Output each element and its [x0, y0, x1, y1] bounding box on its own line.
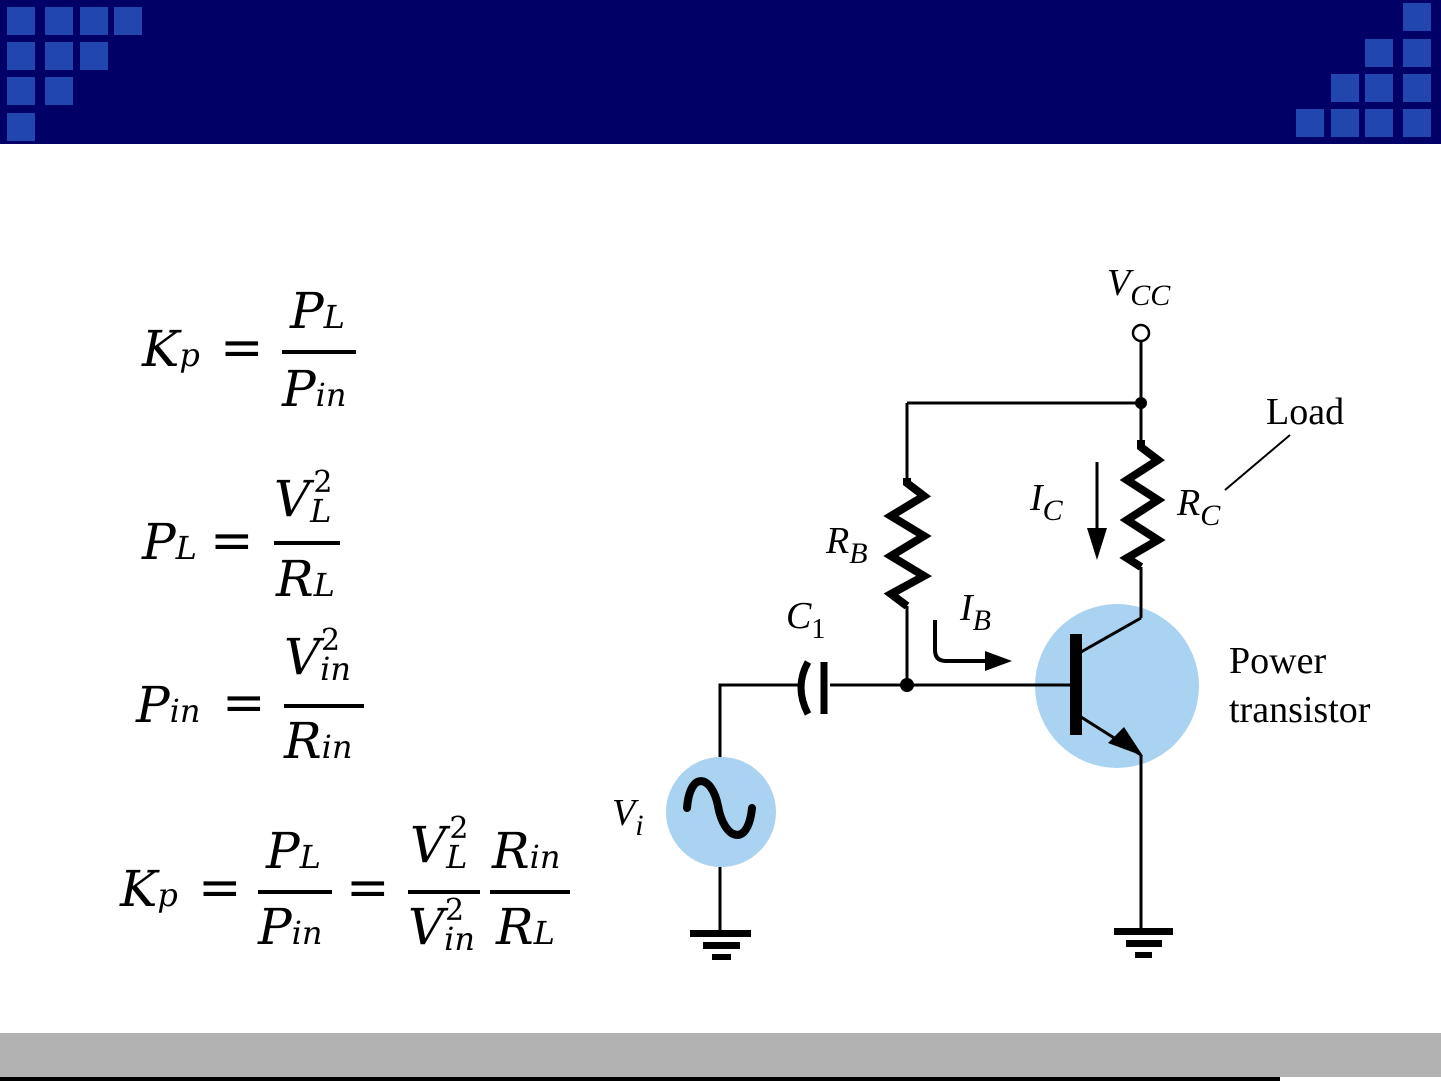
- eq4-lhs: Kp: [120, 860, 178, 918]
- decor-square: [7, 42, 35, 70]
- slide-header-bar: [0, 0, 1441, 144]
- decor-square: [45, 7, 73, 35]
- transistor-base-bar: [1070, 634, 1082, 735]
- eq4-f2-denominator: Vin2: [408, 893, 475, 958]
- decor-square: [7, 113, 35, 141]
- eq4-f1-numerator: PL: [266, 822, 321, 880]
- eq4-f3-numerator: Rin: [492, 822, 561, 880]
- eq4-f3-fraction-bar: [490, 890, 570, 894]
- input-wire: [718, 683, 803, 757]
- eq2-numerator: VL2: [274, 465, 333, 530]
- eq3-lhs: Pin: [136, 676, 201, 734]
- decor-square: [1331, 109, 1359, 137]
- eq4-f1-denominator: Pin: [258, 898, 323, 956]
- decor-square: [45, 77, 73, 105]
- decor-square: [1403, 109, 1431, 137]
- eq4-equals-1: =: [198, 858, 242, 918]
- ib-arrow-head: [985, 651, 1012, 671]
- decor-square: [1296, 109, 1324, 137]
- eq4-f3-denominator: RL: [496, 898, 555, 956]
- rb-resistor: [883, 478, 933, 610]
- eq1-numerator: PL: [290, 282, 345, 340]
- eq4-f2-fraction-bar: [408, 890, 480, 894]
- ic-arrow-head: [1087, 528, 1107, 560]
- eq2-equals: =: [210, 511, 254, 571]
- eq1-fraction-bar: [282, 350, 356, 354]
- ib-label: IB: [959, 587, 991, 637]
- emitter-arrow-head: [1108, 727, 1143, 756]
- decor-square: [1403, 3, 1431, 31]
- eq2-denominator: RL: [276, 550, 335, 608]
- eq3-denominator: Rin: [284, 712, 353, 770]
- base-junction-dot: [900, 678, 914, 692]
- capacitor-curved-plate: [797, 660, 812, 716]
- transistor-label-line1: Power: [1229, 640, 1326, 682]
- rc-label: RC: [1176, 482, 1221, 532]
- load-label: Load: [1266, 391, 1344, 433]
- load-pointer-line: [1224, 434, 1291, 491]
- slide-footer-bar: [0, 1033, 1441, 1077]
- vcc-terminal-icon: [1131, 323, 1151, 343]
- decor-square: [1331, 74, 1359, 102]
- eq2-lhs: PL: [142, 513, 197, 571]
- ic-label: IC: [1029, 477, 1064, 527]
- eq1-denominator: Pin: [282, 360, 347, 418]
- eq1-equals: =: [220, 318, 264, 378]
- eq1-lhs-sub: p: [179, 336, 200, 374]
- decor-square: [80, 7, 108, 35]
- decor-square: [114, 7, 142, 35]
- eq3-fraction-bar: [284, 704, 364, 708]
- collector-lead: [1080, 616, 1142, 654]
- eq4-f2-numerator: VL2: [410, 811, 469, 876]
- rb-label: RB: [825, 520, 868, 570]
- transistor-label-line2: transistor: [1229, 689, 1371, 731]
- ac-source-sine-icon: [683, 777, 756, 839]
- source-ground-icon: [690, 930, 751, 960]
- ib-arrow-shaft: [933, 620, 990, 663]
- decor-square: [1365, 39, 1393, 67]
- eq4-f1-fraction-bar: [258, 890, 332, 894]
- emitter-ground-icon: [1114, 928, 1173, 958]
- eq2-fraction-bar: [274, 541, 340, 545]
- decor-square: [7, 77, 35, 105]
- c1-label: C1: [786, 595, 825, 645]
- decor-square: [1403, 39, 1431, 67]
- footer-bottom-line: [0, 1077, 1280, 1081]
- decor-square: [1365, 74, 1393, 102]
- vcc-label: VCC: [1107, 262, 1171, 312]
- eq3-equals: =: [222, 673, 266, 733]
- decor-square: [7, 7, 35, 35]
- rc-resistor: [1119, 440, 1166, 571]
- decor-square: [1365, 109, 1393, 137]
- vi-label: Vi: [612, 792, 644, 842]
- decor-square: [80, 42, 108, 70]
- eq3-numerator: Vin2: [284, 623, 351, 688]
- decor-square: [1403, 74, 1431, 102]
- decor-square: [45, 42, 73, 70]
- eq1-lhs: Kp: [142, 320, 200, 378]
- eq4-equals-2: =: [346, 858, 390, 918]
- vcc-junction-dot: [1135, 397, 1147, 409]
